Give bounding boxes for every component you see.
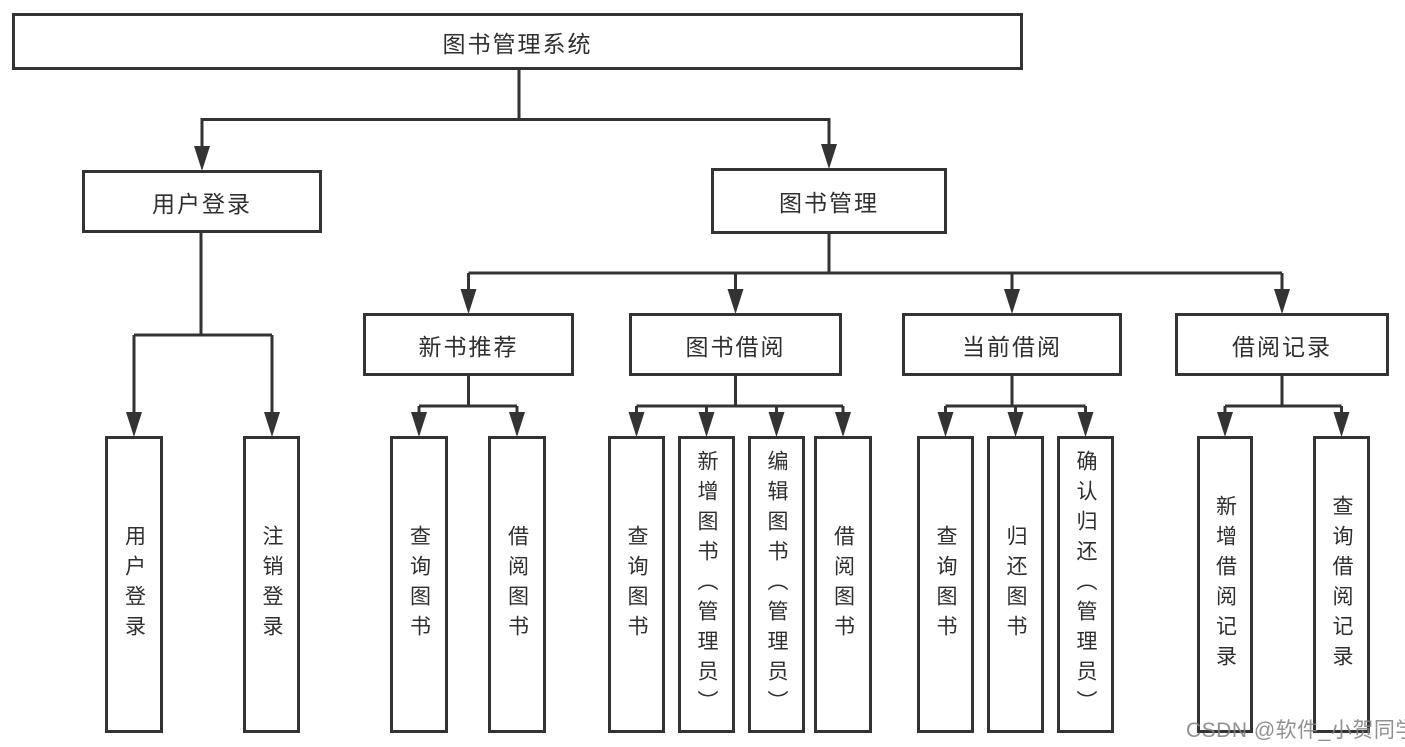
connector-current-borrow-children — [944, 376, 1087, 414]
node-leaf-query-books-borrow: 查询图书 — [608, 436, 665, 733]
arrowheads-current-borrow — [937, 412, 1094, 437]
arrowhead — [727, 289, 744, 314]
node-leaf-edit-books-admin: 编辑图书（管理员） — [748, 436, 805, 733]
connector-root-to-level2 — [200, 69, 831, 148]
arrowhead — [1004, 289, 1020, 314]
arrowhead — [1077, 412, 1094, 437]
node-user-login: 用户登录 — [82, 170, 322, 233]
arrowhead — [126, 412, 142, 437]
node-current-borrowing: 当前借阅 — [902, 313, 1122, 376]
arrowhead — [937, 412, 954, 437]
arrowheads-level2 — [194, 144, 837, 171]
connector-user-login-children — [132, 233, 274, 414]
node-leaf-logout: 注销登录 — [243, 436, 300, 733]
arrowheads-user-login — [126, 412, 280, 437]
csdn-watermark: CSDN @软件_小贺同学 — [1186, 719, 1405, 742]
node-borrowing-records: 借阅记录 — [1175, 313, 1389, 376]
connector-new-book-children — [417, 376, 519, 414]
node-leaf-borrow-books: 借阅图书 — [814, 436, 872, 733]
arrowhead — [1274, 289, 1290, 314]
node-leaf-add-borrow-record: 新增借阅记录 — [1197, 436, 1253, 733]
connector-book-borrow-children — [635, 376, 845, 414]
arrowhead — [1217, 412, 1233, 437]
node-leaf-query-books-current: 查询图书 — [917, 436, 974, 733]
arrowheads-records — [1217, 412, 1350, 437]
node-book-management: 图书管理 — [711, 168, 947, 234]
node-root: 图书管理系统 — [12, 13, 1023, 70]
arrowhead — [460, 289, 477, 314]
arrowhead — [1007, 412, 1024, 437]
node-book-borrowing: 图书借阅 — [629, 313, 842, 376]
arrowhead — [509, 412, 525, 437]
arrowhead — [698, 412, 715, 437]
node-leaf-confirm-return-admin: 确认归还（管理员） — [1057, 436, 1114, 733]
node-new-book-recommend: 新书推荐 — [363, 313, 574, 376]
node-leaf-return-books: 归还图书 — [987, 436, 1044, 733]
arrowheads-book-borrow — [628, 412, 851, 437]
arrowhead — [835, 412, 851, 437]
arrowhead — [411, 412, 427, 437]
node-leaf-query-books-recommend: 查询图书 — [390, 436, 448, 733]
arrowhead — [821, 144, 837, 169]
node-leaf-user-login: 用户登录 — [105, 436, 163, 733]
node-leaf-add-books-admin: 新增图书（管理员） — [678, 436, 735, 733]
node-leaf-borrow-books-recommend: 借阅图书 — [488, 436, 546, 733]
arrowheads-level3 — [460, 289, 1290, 314]
connector-records-children — [1223, 376, 1343, 414]
arrowhead — [1333, 412, 1350, 437]
arrowhead — [628, 412, 645, 437]
node-leaf-query-borrow-record: 查询借阅记录 — [1313, 436, 1370, 733]
connector-book-mgmt-to-level3 — [467, 234, 1284, 291]
arrowhead — [194, 146, 210, 171]
arrowhead — [768, 412, 785, 437]
arrowhead — [264, 412, 280, 437]
arrowheads-new-book — [411, 412, 525, 437]
